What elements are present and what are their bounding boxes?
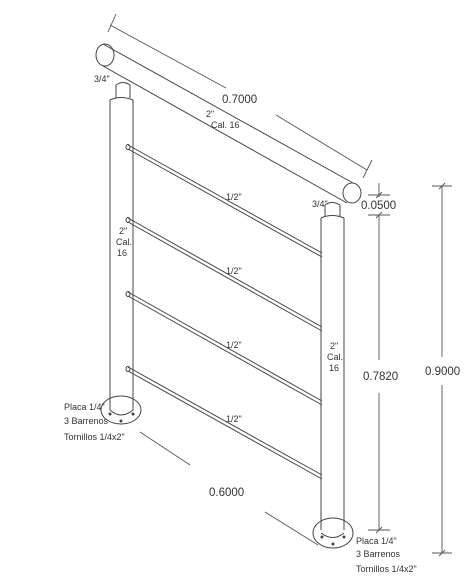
bolt-hole — [108, 412, 112, 416]
bar-end — [125, 217, 131, 223]
rail-offset-label: 0.0500 — [361, 200, 396, 212]
bar-size-label: 1/2" — [226, 414, 242, 424]
extension-line — [362, 159, 373, 179]
bar-2 — [125, 217, 323, 332]
rail-edge — [102, 43, 354, 184]
post-top — [320, 215, 345, 219]
post-foot — [320, 532, 345, 538]
bolt-hole — [342, 535, 346, 539]
bar-size-label: 1/2" — [226, 192, 242, 202]
rail-gauge-label: Cal. 16 — [211, 120, 240, 130]
rail-end-cap — [342, 182, 362, 204]
total-height-label: 0.9000 — [425, 366, 460, 378]
bar-size-label: 1/2" — [226, 340, 242, 350]
right-post-gauge-label: Cal. — [327, 352, 343, 362]
tick-mark — [438, 182, 446, 190]
rail-length-label: 0.7000 — [222, 94, 257, 106]
left-post-gauge-label: Cal. — [116, 237, 132, 247]
bar-end — [125, 291, 131, 297]
bar-edge — [127, 295, 323, 406]
dimension-line — [109, 24, 227, 89]
extension-line — [107, 13, 117, 33]
bolt-hole — [320, 535, 324, 539]
dimension-line — [139, 431, 191, 466]
bar-edge — [127, 370, 323, 480]
bar-edge — [127, 366, 323, 476]
left-base-holes-label: 3 Barrenos — [64, 416, 109, 426]
right-base-plate-label: Placa 1/4" — [356, 536, 397, 546]
mid-height-dimension — [368, 215, 390, 534]
bar-4 — [125, 366, 323, 480]
base-plate-outline — [100, 395, 142, 425]
bar-edge — [127, 221, 323, 332]
bottom-span-dimension — [139, 431, 319, 546]
bar-end — [125, 366, 131, 372]
left-base-plate — [100, 395, 142, 425]
rail-length-dimension — [107, 13, 373, 179]
rail-size-label: 2" — [206, 109, 214, 119]
right-post-gauge-value: 16 — [329, 363, 339, 373]
top-rail — [95, 43, 362, 204]
dimension-line — [264, 511, 319, 546]
bottom-span-label: 0.6000 — [209, 487, 244, 499]
bar-edge — [127, 291, 323, 402]
bar-edge — [127, 217, 323, 328]
right-base-holes-label: 3 Barrenos — [356, 549, 401, 559]
bar-end — [125, 144, 131, 150]
mid-height-label: 0.7820 — [363, 371, 398, 383]
left-post-size-label: 2" — [119, 226, 127, 236]
rail-cap-label-right: 3/4" — [312, 199, 328, 209]
bar-3 — [125, 291, 323, 406]
left-post-gauge-value: 16 — [117, 248, 127, 258]
tick-mark — [438, 549, 446, 557]
bar-edge — [127, 144, 323, 254]
bolt-hole — [119, 419, 123, 423]
bolt-hole — [331, 542, 335, 546]
post-top — [109, 97, 134, 101]
rail-end-cap — [95, 43, 115, 67]
rail-edge — [102, 65, 348, 204]
base-plate-outline — [312, 517, 354, 549]
right-base-plate — [312, 517, 354, 549]
bar-size-label: 1/2" — [226, 266, 242, 276]
tick-mark — [375, 191, 383, 199]
right-post-size-label: 2" — [330, 341, 338, 351]
right-base-screws-label: Tornillos 1/4x2" — [356, 564, 417, 574]
tick-mark — [375, 526, 383, 534]
post-foot — [109, 409, 134, 416]
post-collar — [324, 202, 341, 206]
bar-1 — [125, 144, 323, 258]
bolt-hole — [131, 412, 135, 416]
left-base-screws-label: Tornillos 1/4x2" — [64, 432, 125, 442]
dimension-line — [275, 114, 368, 171]
left-base-plate-label: Placa 1/4" — [64, 402, 105, 412]
bar-edge — [127, 148, 323, 258]
rail-cap-label-left: 3/4" — [94, 74, 110, 84]
post-collar — [115, 82, 131, 86]
total-height-dimension — [432, 182, 452, 557]
